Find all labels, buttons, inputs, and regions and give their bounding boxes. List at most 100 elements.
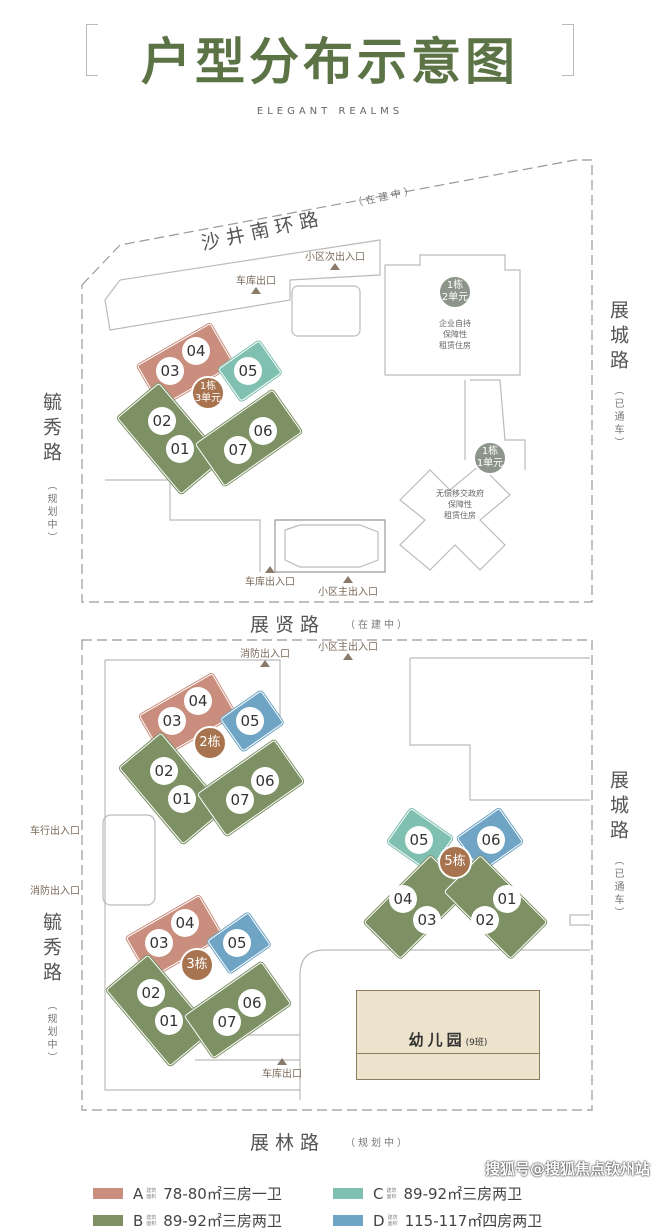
road-zhanlin: 展林路: [250, 1132, 326, 1154]
gate-main-entrance: 小区主出入口: [318, 638, 378, 660]
legend-letter: D: [373, 1211, 385, 1230]
unit-label: 01: [166, 435, 194, 463]
kindergarten-label: 幼儿园(9班): [408, 1031, 488, 1049]
arrow-icon: [343, 576, 353, 583]
unit-label: 07: [213, 1008, 241, 1036]
road-zhancheng-upper: 展城路: [607, 300, 629, 375]
legend-letter: A: [133, 1184, 144, 1203]
building-1-1-outline: [399, 464, 511, 571]
gate-secondary-entrance: 小区次出入口: [305, 248, 365, 270]
lower-site-boundary: [81, 639, 593, 1111]
kindergarten: 幼儿园(9班): [356, 990, 540, 1080]
road-yuxiu-upper: 毓秀路: [40, 392, 62, 467]
unit-label: 03: [158, 707, 186, 735]
road-note: （规划中）: [345, 1138, 410, 1149]
unit-label: 07: [224, 436, 252, 464]
arrow-icon: [277, 1058, 287, 1065]
arrow-icon: [260, 660, 270, 667]
road-note: （已通车）: [612, 855, 623, 920]
unit-label: 03: [413, 906, 441, 934]
road-note: （在建中）: [345, 620, 410, 631]
unit-label: 06: [238, 989, 266, 1017]
divider: [357, 1053, 539, 1054]
pin-tower-1-1: 1栋 1单元: [473, 441, 507, 475]
unit-label: 06: [249, 417, 277, 445]
legend-swatch: [93, 1188, 123, 1199]
unit-label: 04: [389, 885, 417, 913]
legend-area: 89-92㎡: [163, 1212, 222, 1230]
tower-pin: 2栋: [193, 726, 227, 760]
unit-label: 06: [477, 826, 505, 854]
tower-pin: 3栋: [180, 948, 214, 982]
unit-label: 02: [148, 407, 176, 435]
legend-letter: B: [133, 1211, 144, 1230]
unit-label: 05: [234, 357, 262, 385]
tower-1-1-desc: 无偿移交政府 保障性 租赁住房: [436, 489, 484, 520]
unit-label: 03: [156, 357, 184, 385]
legend-swatch: [93, 1215, 123, 1226]
gate-garage-exit: 车库出口: [262, 1058, 302, 1080]
legend-small: 建筑面积: [386, 1187, 397, 1200]
legend-small: 建筑面积: [146, 1187, 157, 1200]
page-subtitle: ELEGANT REALMS: [256, 106, 404, 117]
gate-main-entrance: 小区主出入口: [318, 576, 378, 598]
legend-area: 115-117㎡: [404, 1212, 483, 1230]
unit-label: 02: [150, 757, 178, 785]
unit-label: 07: [226, 786, 254, 814]
legend-letter: C: [373, 1184, 384, 1203]
tower-pin: 1栋 3单元: [191, 376, 225, 410]
gate-fire: 消防出入口: [30, 886, 80, 897]
building-1-2-outline: [384, 254, 521, 376]
road-zhanxian: 展贤路: [250, 614, 326, 636]
unit-label: 04: [182, 337, 210, 365]
gate-vehicle: 车行出入口: [30, 826, 80, 837]
arrow-icon: [330, 263, 340, 270]
unit-label: 04: [184, 687, 212, 715]
arrow-icon: [251, 287, 261, 294]
unit-label: 04: [171, 909, 199, 937]
unit-label: 05: [223, 929, 251, 957]
upper-site-boundary: [81, 159, 593, 603]
road-note: （规划中）: [45, 1000, 56, 1065]
gate-garage-entrance: 车库出入口: [245, 566, 295, 588]
gate-fire-exit: 消防出入口: [240, 645, 290, 667]
legend-swatch: [333, 1188, 363, 1199]
page-title: 户型分布示意图: [141, 33, 519, 91]
tower-1-2-desc: 企业自持 保障性 租赁住房: [439, 319, 471, 350]
road-note: （已通车）: [612, 385, 623, 450]
legend-area: 78-80㎡: [163, 1185, 222, 1203]
road-zhancheng-lower: 展城路: [607, 770, 629, 845]
gate-garage-exit: 车库出口: [236, 272, 276, 294]
legend-small: 建筑面积: [387, 1214, 398, 1227]
legend-swatch: [333, 1215, 363, 1226]
unit-label: 01: [493, 885, 521, 913]
unit-label: 05: [236, 707, 264, 735]
unit-label: 02: [137, 979, 165, 1007]
legend-area: 89-92㎡: [403, 1185, 463, 1203]
arrow-icon: [343, 653, 353, 660]
watermark: 搜狐号@搜狐焦点钦州站: [484, 1160, 650, 1178]
arrow-icon: [265, 566, 275, 573]
road-note: （规划中）: [45, 480, 56, 545]
unit-label: 01: [155, 1007, 183, 1035]
unit-label: 02: [471, 906, 499, 934]
legend-type: 四房两卫: [482, 1212, 543, 1230]
title-bracket-right: [562, 24, 574, 76]
legend-small: 建筑面积: [146, 1214, 157, 1227]
unit-label: 03: [145, 929, 173, 957]
legend-type: 三房两卫: [221, 1212, 282, 1230]
legend-type: 三房两卫: [462, 1185, 523, 1203]
title-bracket-left: [86, 24, 98, 76]
unit-label: 01: [168, 785, 196, 813]
legend-type: 三房一卫: [221, 1185, 282, 1203]
unit-label: 05: [405, 826, 433, 854]
unit-label: 06: [251, 767, 279, 795]
tower-pin: 5栋: [438, 845, 472, 879]
pin-tower-1-2: 1栋 2单元: [438, 275, 472, 309]
